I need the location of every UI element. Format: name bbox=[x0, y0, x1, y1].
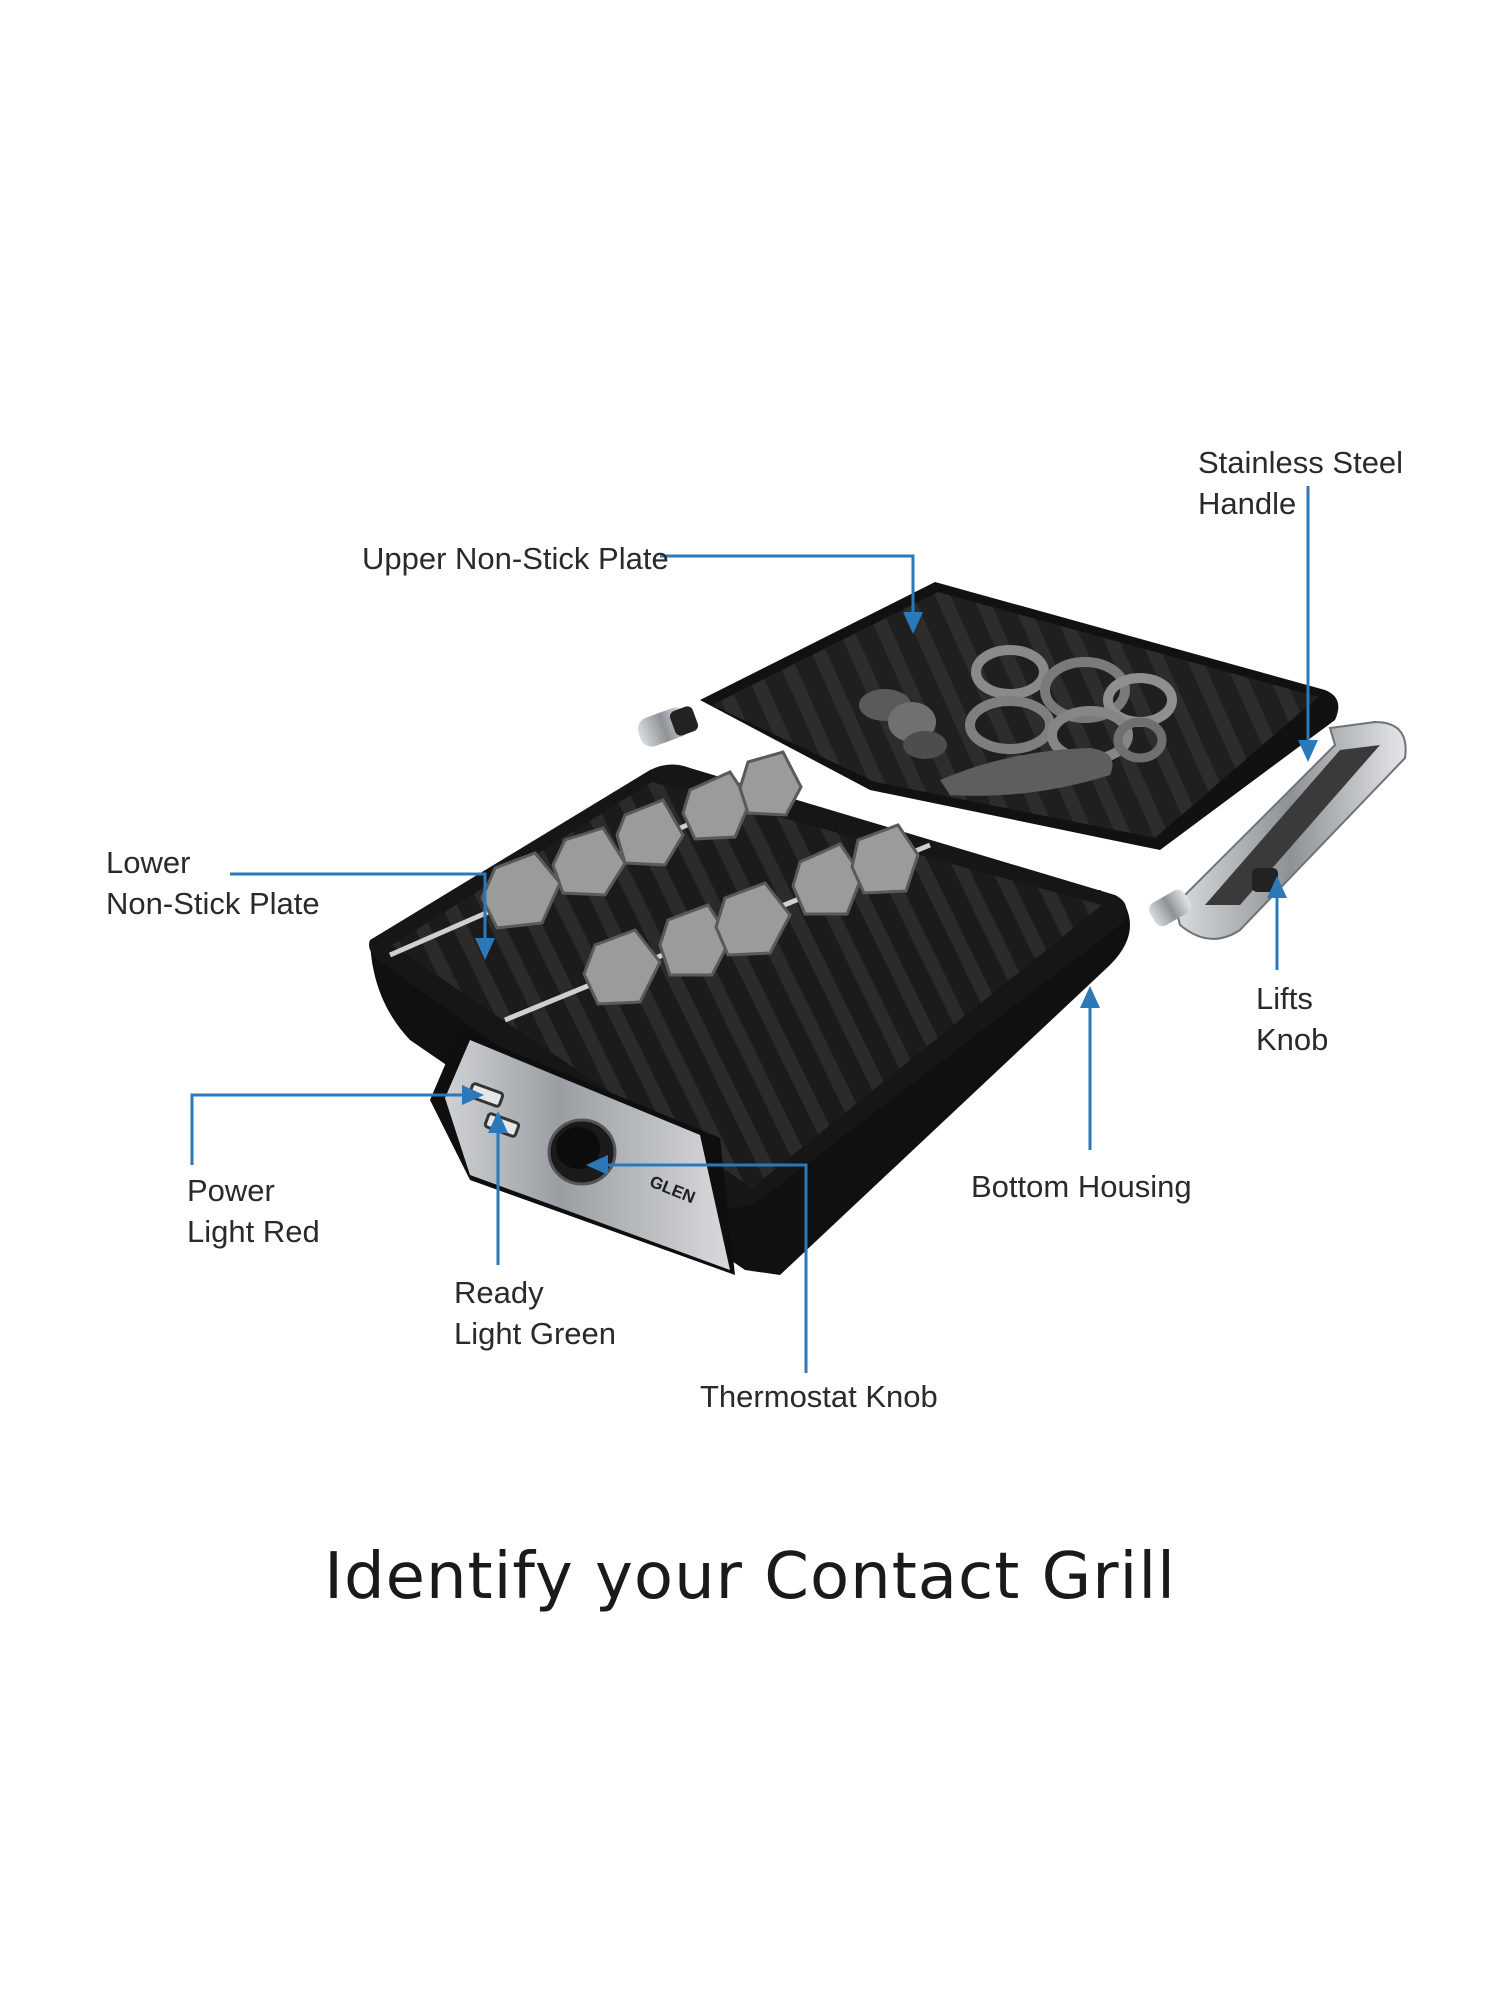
thermostat-knob bbox=[547, 1118, 617, 1186]
lifts-knob-part bbox=[1252, 868, 1278, 892]
hinge-knob bbox=[637, 706, 699, 747]
upper-plate bbox=[700, 582, 1339, 850]
label-bottom-housing: Bottom Housing bbox=[971, 1169, 1192, 1204]
label-lower-plate: Lower Non-Stick Plate bbox=[106, 842, 320, 924]
page-heading: Identify your Contact Grill bbox=[324, 1540, 1176, 1614]
label-line: Light Red bbox=[187, 1214, 320, 1249]
label-line: Lifts bbox=[1256, 981, 1313, 1016]
label-line: Light Green bbox=[454, 1316, 616, 1351]
label-power-light: Power Light Red bbox=[187, 1170, 320, 1252]
label-line: Handle bbox=[1198, 486, 1297, 521]
label-stainless-steel-handle: Stainless Steel Handle bbox=[1198, 442, 1403, 524]
label-line: Lower bbox=[106, 845, 191, 880]
kebab-skewers bbox=[388, 750, 931, 1023]
label-line: Power bbox=[187, 1173, 275, 1208]
label-line: Knob bbox=[1256, 1022, 1329, 1057]
callout-lines bbox=[190, 486, 1310, 1373]
label-line: Stainless Steel bbox=[1198, 445, 1404, 480]
callout-arrowheads bbox=[462, 612, 1318, 1175]
stainless-steel-handle bbox=[1149, 720, 1407, 940]
label-upper-plate: Upper Non-Stick Plate bbox=[362, 541, 669, 576]
label-line: Ready bbox=[454, 1275, 544, 1310]
label-line: Non-Stick Plate bbox=[106, 886, 320, 921]
grilled-vegetables bbox=[859, 645, 1177, 796]
label-lifts-knob: Lifts Knob bbox=[1256, 978, 1328, 1060]
label-ready-light: Ready Light Green bbox=[454, 1272, 616, 1354]
label-thermostat-knob: Thermostat Knob bbox=[700, 1379, 938, 1414]
